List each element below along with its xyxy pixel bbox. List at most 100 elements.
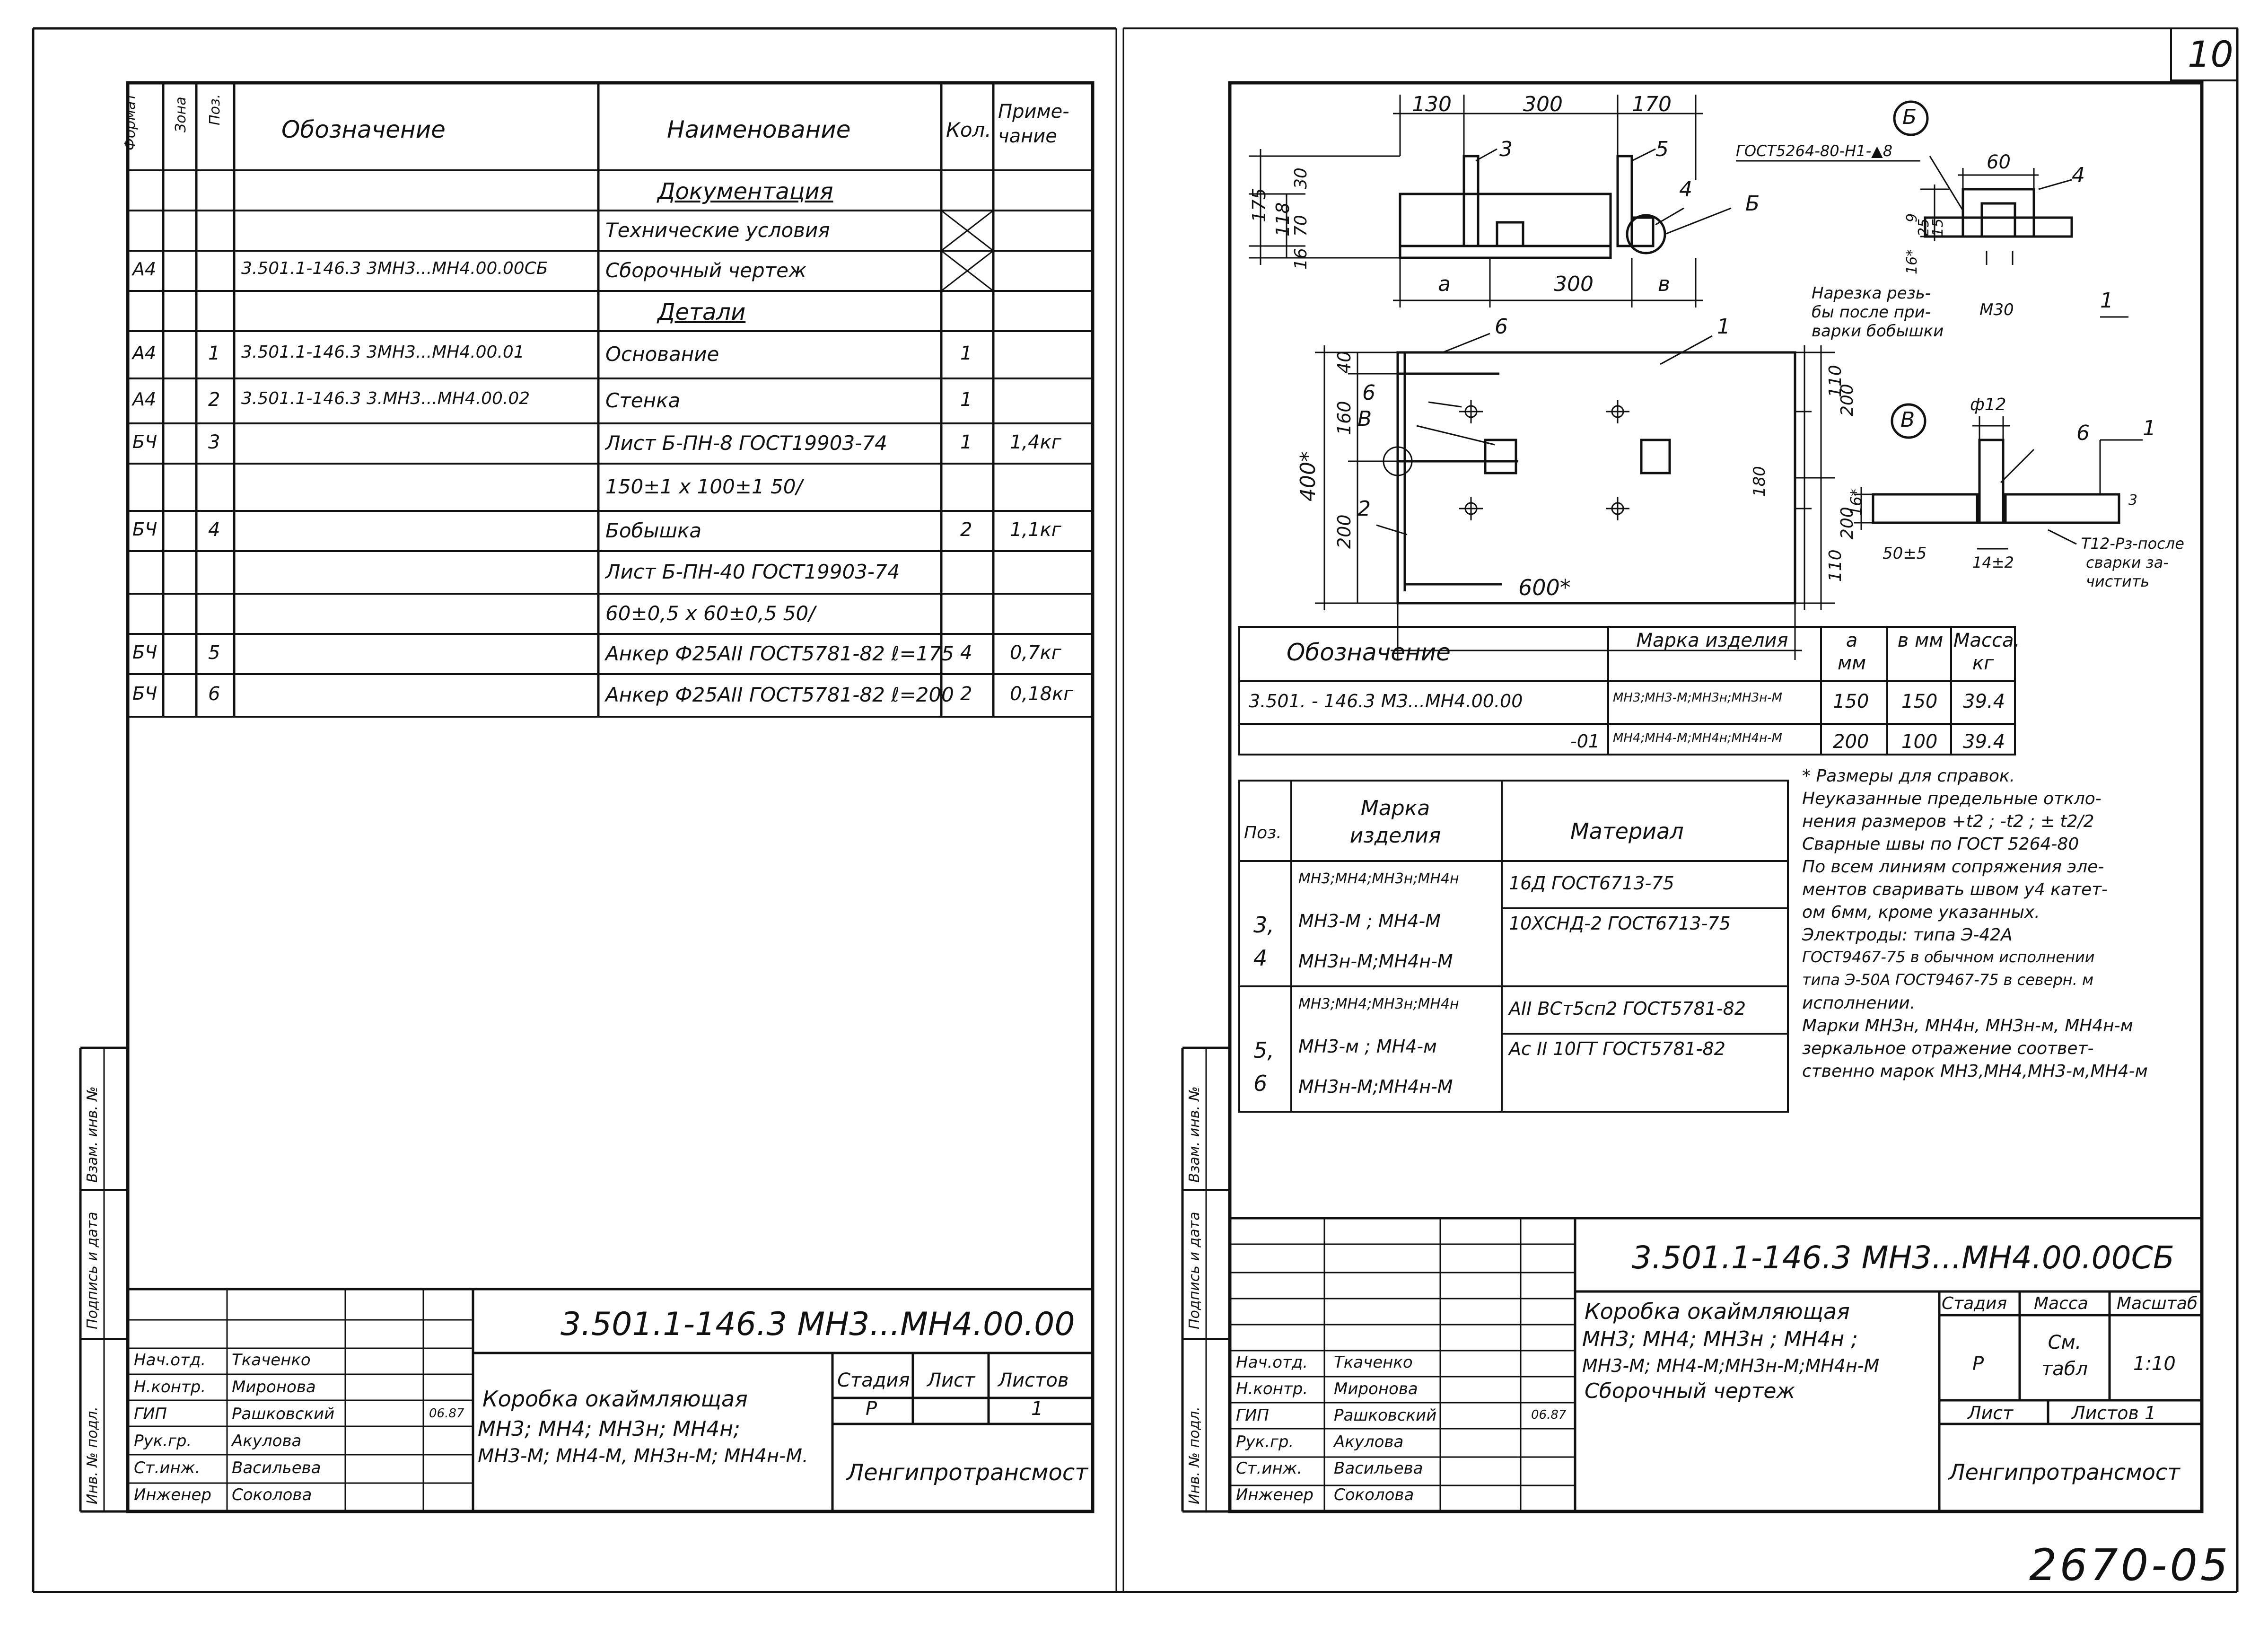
- materials-material: 10ХСНД-2 ГОСТ6713-75: [1509, 913, 1731, 934]
- detail-v-14: 14±2: [1972, 553, 2014, 571]
- spec-pos: 3: [208, 431, 220, 453]
- spec-format: БЧ: [132, 431, 158, 452]
- spec-qty: 2: [960, 683, 972, 705]
- spec-name: Детали: [657, 299, 746, 325]
- materials-mark: МН3н-М;МН4н-М: [1298, 1076, 1453, 1097]
- spec-note: 1,1кг: [1010, 518, 1061, 541]
- spec-name: Документация: [657, 178, 833, 205]
- sheet-label: Лист: [927, 1370, 975, 1391]
- staff-name: Рашковский: [1334, 1406, 1437, 1425]
- spec-format: А4: [132, 343, 157, 363]
- spec-header-zone: Зона: [173, 97, 189, 132]
- spec-name: Анкер Ф25АII ГОСТ5781-82 ℓ=175: [605, 641, 954, 665]
- spec-format: А4: [132, 258, 157, 280]
- dim-left-16: 16: [1291, 248, 1311, 270]
- detail-v-dia: ф12: [1970, 395, 2006, 414]
- staff-role: Инженер: [1236, 1485, 1314, 1504]
- note-line: зеркальное отражение соответ-: [1802, 1039, 2094, 1058]
- note-line: По всем линиям сопряжения эле-: [1802, 857, 2104, 877]
- dim-top-130: 130: [1412, 92, 1452, 116]
- spec-qty: 4: [960, 641, 972, 664]
- right-stage-label: Стадия: [1942, 1294, 2007, 1313]
- right-mass-label: Масса: [2034, 1294, 2088, 1313]
- detail-b-note: бы после при-: [1812, 303, 1931, 322]
- note-line: Электроды: типа Э-42А: [1802, 925, 2013, 945]
- materials-pos: 5, 6: [1253, 1037, 1274, 1096]
- staff-date: 06.87: [429, 1406, 464, 1421]
- detail-b-label: Б: [1902, 105, 1917, 129]
- spec-format: А4: [132, 388, 157, 410]
- spec-format: БЧ: [132, 641, 158, 663]
- spec-name: Лист Б-ПН-40 ГОСТ19903-74: [605, 560, 900, 583]
- title-line-1: Коробка окаймляющая: [482, 1386, 748, 1412]
- note-line: ментов сваривать швом у4 катет-: [1802, 880, 2108, 899]
- spec-note: 1,4кг: [1010, 431, 1061, 453]
- variants-cell: -01: [1570, 731, 1600, 752]
- detail-b-thread: М30: [1979, 300, 2014, 319]
- variants-cell: 200: [1833, 731, 1869, 753]
- spec-format: БЧ: [132, 518, 158, 540]
- staff-role: Н.контр.: [1236, 1379, 1308, 1398]
- detail-b-16: 16*: [1904, 249, 1920, 274]
- spec-header-name: Наименование: [667, 116, 851, 143]
- title-code: 3.501.1-146.3 МН3...МН4.00.00: [560, 1306, 1075, 1343]
- spec-qty: 2: [960, 518, 972, 541]
- note-line: Неуказанные предельные откло-: [1802, 789, 2102, 808]
- right-title-line-1: Коробка окаймляющая: [1585, 1299, 1850, 1324]
- dim-bottom-a: a: [1438, 272, 1451, 296]
- variants-cell: МН4;МН4-М;МН4н;МН4н-М: [1613, 731, 1783, 745]
- variants-header-designation: Обозначение: [1287, 639, 1451, 666]
- spec-note: 0,18кг: [1010, 683, 1074, 705]
- callout-2: 2: [1357, 497, 1371, 521]
- spec-designation: 3.501.1-146.3 3МН3...МН4.00.00СБ: [241, 258, 548, 278]
- staff-role: Ст.инж.: [1236, 1459, 1303, 1478]
- plan-width: 600*: [1518, 575, 1571, 600]
- staff-role: Рук.гр.: [1236, 1432, 1294, 1451]
- variants-cell: МН3;МН3-М;МН3н;МН3н-М: [1613, 691, 1783, 705]
- spec-name: Сборочный чертеж: [605, 258, 806, 282]
- page-number: 10: [2188, 33, 2233, 75]
- materials-material: 16Д ГОСТ6713-75: [1509, 873, 1674, 894]
- side-stamp-signature-right: Подпись и дата: [1186, 1212, 1203, 1330]
- dim-top-300: 300: [1523, 92, 1563, 116]
- staff-name: Миронова: [232, 1378, 316, 1397]
- spec-name: Технические условия: [605, 218, 830, 242]
- right-sheet-label: Лист: [1968, 1403, 2014, 1423]
- dim-left-118: 118: [1272, 202, 1293, 237]
- plan-dim-160: 160: [1334, 401, 1355, 435]
- spec-qty: 1: [960, 343, 972, 364]
- variants-cell: 39.4: [1963, 731, 2005, 753]
- detail-v-note: чистить: [2086, 572, 2150, 590]
- detail-b-note: Нарезка резь-: [1812, 284, 1931, 303]
- spec-name: Лист Б-ПН-8 ГОСТ19903-74: [605, 431, 887, 455]
- variants-cell: 39.4: [1963, 691, 2005, 712]
- staff-name: Ткаченко: [1334, 1353, 1413, 1372]
- stage-label: Стадия: [837, 1370, 910, 1391]
- spec-note: 0,7кг: [1010, 641, 1061, 664]
- spec-name: Стенка: [605, 388, 681, 412]
- callout-4: 4: [1679, 177, 1692, 202]
- callout-b: Б: [1745, 192, 1760, 216]
- staff-name: Рашковский: [232, 1405, 335, 1423]
- right-title-line-3: МН3-М; МН4-М;МН3н-М;МН4н-М: [1582, 1355, 1880, 1376]
- variants-cell: 150: [1833, 691, 1869, 712]
- spec-pos: 5: [208, 641, 220, 664]
- detail-v-pos1: 1: [2143, 416, 2156, 440]
- plan-dim-400: 400*: [1296, 451, 1320, 501]
- variants-header-mark: Марка изделия: [1636, 630, 1788, 651]
- right-organization: Ленгипротрансмост: [1949, 1459, 2180, 1485]
- organization: Ленгипротрансмост: [847, 1459, 1088, 1486]
- variants-cell: 150: [1901, 691, 1938, 712]
- detail-v-label: В: [1900, 408, 1915, 432]
- detail-b-pos4: 4: [2072, 163, 2085, 187]
- materials-header-material: Материал: [1570, 818, 1684, 844]
- callout-6: 6: [1495, 315, 1508, 339]
- variants-cell: 100: [1901, 731, 1938, 753]
- note-line: ственно марок МН3,МН4,МН3-м,МН4-м: [1802, 1062, 2148, 1081]
- spec-name: 60±0,5 х 60±0,5 50/: [605, 601, 815, 625]
- staff-role: Инженер: [134, 1485, 211, 1504]
- spec-name: 150±1 х 100±1 50/: [605, 475, 803, 498]
- variants-header-a: a мм: [1837, 630, 1866, 674]
- staff-name: Васильева: [232, 1458, 321, 1477]
